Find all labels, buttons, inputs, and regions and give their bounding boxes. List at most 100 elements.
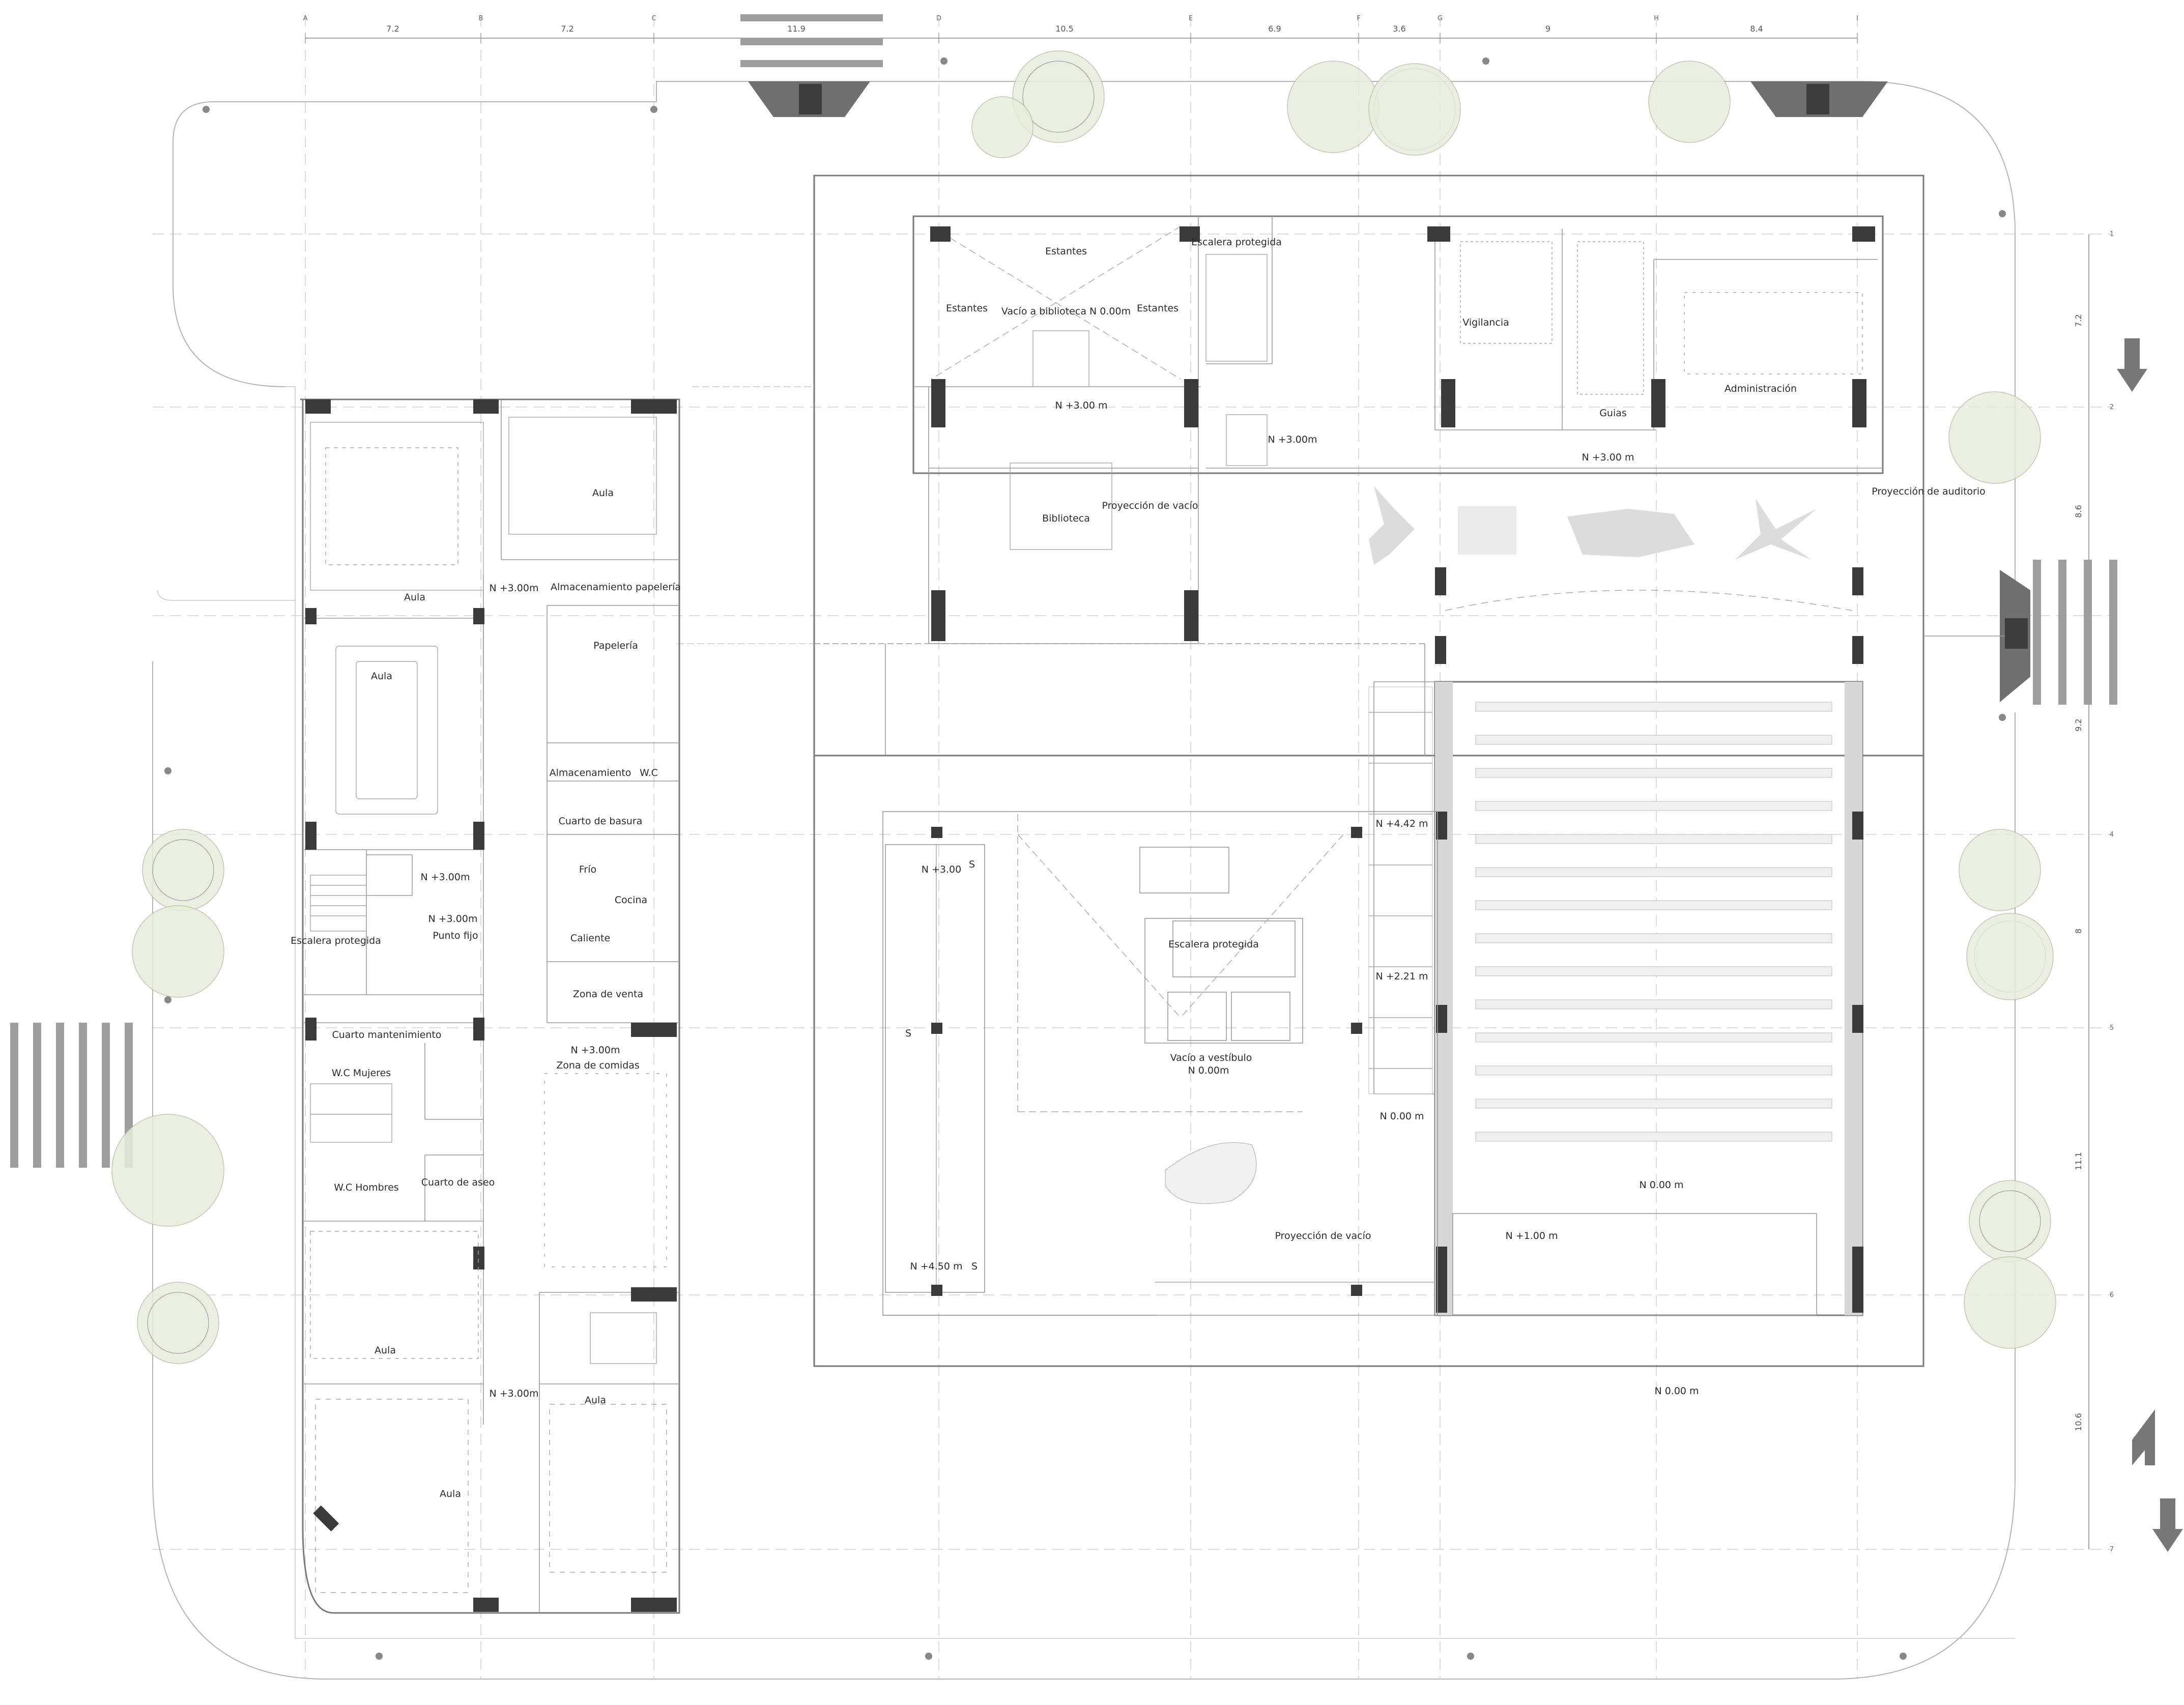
punto-fijo-label: Punto fijo: [433, 930, 478, 941]
wc-mujeres-label: W.C Mujeres: [332, 1067, 391, 1079]
aula-desks-1: [310, 422, 484, 591]
aula-label: Aula: [404, 592, 425, 603]
proyeccion-auditorio-label: Proyección de auditorio: [1872, 486, 1986, 497]
level-label: N +3.00m: [490, 1388, 539, 1399]
grid-col-g: G: [1438, 15, 1443, 22]
cocina-label: Cocina: [615, 894, 647, 906]
grid-col-c: C: [651, 15, 656, 22]
grid-col-h: H: [1654, 15, 1659, 22]
tree: [1969, 1180, 2051, 1262]
dim-4-5: 8: [2074, 929, 2083, 934]
access-arrows: [2117, 338, 2183, 1552]
level-label: N +2.21 m: [1375, 971, 1428, 982]
level-label: N 0.00 m: [1380, 1111, 1424, 1122]
auditorium: [1373, 681, 1863, 1316]
administracion-label: Administración: [1725, 383, 1797, 394]
grid-row-7: 7: [2110, 1546, 2114, 1553]
grid-col-a: A: [303, 15, 308, 22]
dim-6-7: 10.6: [2074, 1413, 2083, 1431]
grid-row-4: 4: [2110, 831, 2114, 839]
tree: [1964, 1256, 2056, 1349]
dim-2-3: 8.6: [2074, 505, 2083, 517]
main-building: [813, 175, 2005, 1367]
aula-desks-2: [508, 417, 657, 535]
stair-s-label: S: [971, 1261, 978, 1272]
level-label: N 0.00 m: [1639, 1179, 1683, 1191]
level-label: N +3.00m: [490, 583, 539, 594]
wc-label: W.C: [640, 767, 658, 778]
proyeccion-vacio-label: Proyección de vacío: [1102, 500, 1198, 511]
cuarto-mantenimiento-label: Cuarto mantenimiento: [332, 1029, 441, 1041]
vigilancia-label: Vigilancia: [1462, 317, 1509, 328]
aula-label: Aula: [585, 1395, 606, 1406]
right-dimension-line: 1 2 3 4 5 6 7 7.2 8.6 9.2 8 11.1 10.6: [2074, 230, 2114, 1553]
aula-desks-4: [590, 1312, 657, 1364]
stair-s-label: S: [969, 859, 975, 870]
west-wing: [300, 398, 680, 1614]
aula-desks-6: [315, 1399, 469, 1593]
trees: [111, 50, 2056, 1364]
tree: [137, 1282, 219, 1364]
level-label: N +3.00m: [571, 1045, 620, 1056]
proyeccion-vacio-label: Proyección de vacío: [1275, 1230, 1371, 1241]
aula-table: [335, 646, 438, 815]
level-label: N +3.00: [922, 864, 961, 875]
level-label: N 0.00 m: [1654, 1385, 1699, 1397]
caliente-label: Caliente: [570, 933, 610, 944]
biblioteca-label: Biblioteca: [1042, 513, 1090, 524]
dim-f-g: 3.6: [1393, 24, 1405, 34]
grid-col-b: B: [479, 15, 483, 22]
level-label: N +3.00 m: [1582, 452, 1634, 463]
wc-hombres-label: W.C Hombres: [334, 1182, 398, 1193]
papeleria-label: Papelería: [593, 640, 638, 651]
escalera-protegida-label: Escalera protegida: [1191, 237, 1282, 248]
zona-venta-label: Zona de venta: [573, 989, 643, 1000]
grid-col-e: E: [1189, 15, 1193, 22]
zona-comidas-label: Zona de comidas: [556, 1060, 640, 1071]
aula-label: Aula: [375, 1345, 396, 1356]
estantes-label: Estantes: [1137, 303, 1179, 314]
level-label: N +4.42 m: [1375, 818, 1428, 829]
top-dimension-line: A B C D E F G H I 7.2 7.2 11.9 10.5 6.9 …: [303, 15, 1858, 43]
stair-s-label: S: [905, 1028, 911, 1039]
cuarto-aseo-label: Cuarto de aseo: [421, 1177, 495, 1188]
south-hall: [882, 686, 1438, 1316]
tree: [142, 829, 224, 911]
level-label: N +4.50 m: [910, 1261, 962, 1272]
level-label: N +3.00 m: [1055, 400, 1107, 411]
aula-label: Aula: [592, 487, 614, 499]
dim-3-4: 9.2: [2074, 718, 2083, 731]
dim-b-c: 7.2: [561, 24, 573, 34]
grid-row-5: 5: [2110, 1024, 2114, 1032]
wc-cubicles: [310, 1083, 392, 1143]
dim-e-f: 6.9: [1268, 24, 1281, 34]
dim-g-h: 9: [1545, 24, 1550, 34]
estantes-label: Estantes: [946, 303, 988, 314]
plaza-sculptures: [1369, 486, 1853, 611]
tree: [1012, 50, 1105, 143]
tree: [132, 905, 224, 998]
tree: [1648, 61, 1731, 143]
tree: [1368, 63, 1461, 156]
grid-col-d: D: [936, 15, 941, 22]
level-label: N 0.00m: [1188, 1065, 1229, 1076]
dim-h-i: 8.4: [1750, 24, 1763, 34]
grid-col-f: F: [1357, 15, 1360, 22]
tree: [1287, 61, 1380, 153]
level-label: N +1.00 m: [1505, 1230, 1558, 1241]
aula-label: Aula: [371, 671, 392, 682]
dim-c-d: 11.9: [787, 24, 806, 34]
grid-col-i: I: [1856, 15, 1858, 22]
estantes-label: Estantes: [1045, 246, 1087, 257]
dim-d-e: 10.5: [1055, 24, 1074, 34]
stage: [1452, 1213, 1817, 1316]
tree: [1966, 913, 2054, 1000]
street-lamps: [164, 57, 2006, 1660]
escalera-protegida-label: Escalera protegida: [1168, 939, 1259, 950]
stairs-left: [310, 875, 367, 932]
aula-desks-3: [310, 1231, 479, 1359]
almacenamiento-papeleria-label: Almacenamiento papelería: [551, 582, 681, 593]
crosswalk-right: [2000, 560, 2117, 705]
cuarto-basura-label: Cuarto de basura: [559, 816, 643, 827]
